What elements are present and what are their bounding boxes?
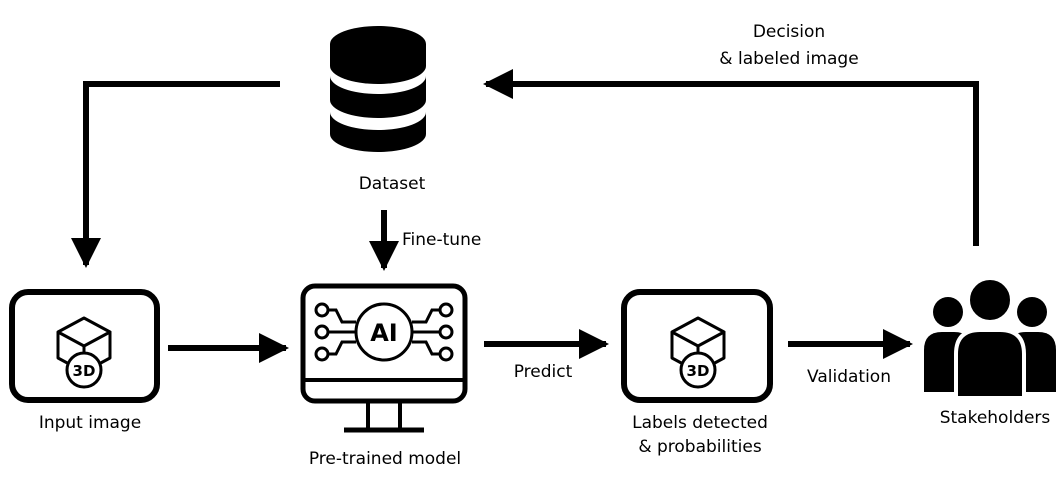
feedback-arrow [483,69,979,246]
probabilities-label: & probabilities [638,437,762,457]
3d-badge-text: 3D [73,362,96,380]
model-label: Pre-trained model [308,449,462,469]
input-image-label: Input image [38,413,142,433]
validation-label: Validation [807,367,891,387]
edges [71,69,979,363]
input-image-icon: 3D [9,289,160,403]
labeled-image-icon: 3D [621,289,773,403]
dataset-label: Dataset [358,174,426,194]
labels-detected-label: Labels detected [632,413,768,433]
predict-label: Predict [513,362,573,382]
3d-badge-text: 3D [687,362,710,380]
labeled-image-label: & labeled image [719,49,859,69]
stakeholders-icon [924,276,1056,400]
database-icon [330,26,426,152]
stakeholders-label: Stakeholders [939,408,1051,428]
decision-label: Decision [752,22,826,42]
ai-chip-text: AI [370,319,398,347]
ai-monitor-icon: AI [300,283,468,433]
fine-tune-label: Fine-tune [402,230,482,250]
dataset-to-input-arrow [71,81,280,268]
